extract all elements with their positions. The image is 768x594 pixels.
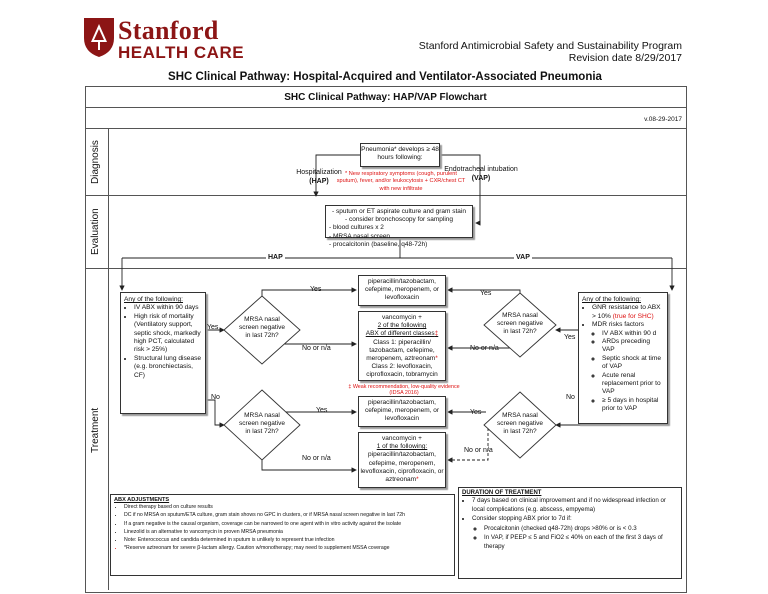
- diamond-4: [483, 391, 557, 459]
- edge-no: No: [211, 394, 220, 401]
- edge-yes: Yes: [480, 290, 492, 297]
- weak-recommendation-note: ‡ Weak recommendation, low-quality evide…: [348, 384, 460, 396]
- version-label: v.08-29-2017: [644, 116, 682, 123]
- diagnosis-footnote: * New respiratory symptoms (cough, purul…: [336, 171, 466, 192]
- list-item: Structural lung disease (e.g. bronchiect…: [134, 355, 202, 380]
- intubation-label: Endotracheal intubation (VAP): [444, 166, 518, 182]
- diamond-1-text: MRSA nasal screen negative in last 72h?: [239, 316, 285, 339]
- treatment-vanc2-box: vancomycin + 2 of the following ABX of d…: [358, 311, 446, 381]
- duration-box: DURATION OF TREATMENT 7 days based on cl…: [458, 487, 682, 579]
- edge-yes: Yes: [310, 286, 322, 293]
- logo-wordmark: Stanford: [118, 16, 219, 45]
- pneumonia-box: Pneumonia* develops ≥ 48 hours following…: [360, 143, 440, 167]
- edge-no-or-na: No or n/a: [470, 345, 499, 352]
- treatment-vanc1-box: vancomycin + 1 of the following: piperac…: [358, 432, 446, 488]
- vap-criteria-box: Any of the following: GNR resistance to …: [578, 292, 668, 424]
- abx-adjustments-box: ABX ADJUSTMENTS Direct therapy based on …: [110, 494, 455, 576]
- edge-yes: Yes: [470, 409, 482, 416]
- diamond-2: [223, 389, 301, 461]
- list-item: DC if no MRSA on sputum/ETA culture, gra…: [124, 511, 451, 519]
- list-item: High risk of mortality (Ventilatory supp…: [134, 313, 202, 355]
- diamond-4-text: MRSA nasal screen negative in last 72h?: [497, 412, 543, 435]
- diamond-3: [483, 292, 557, 358]
- list-item: 7 days based on clinical improvement and…: [472, 496, 678, 514]
- list-item: Consider stopping ABX prior to 7d if: Pr…: [472, 514, 678, 551]
- vap-branch-label: VAP: [514, 253, 532, 262]
- list-item: If a gram negative is the causal organis…: [124, 520, 451, 528]
- edge-yes: Yes: [207, 324, 219, 331]
- revision-date: Revision date 8/29/2017: [568, 52, 682, 64]
- list-item: MDR risks factors IV ABX within 90 d ARD…: [592, 321, 664, 413]
- edge-no-or-na: No or n/a: [302, 455, 331, 462]
- page-title: SHC Clinical Pathway: Hospital-Acquired …: [168, 71, 602, 83]
- stanford-logo-icon: [80, 16, 130, 60]
- list-item: GNR resistance to ABX > 10% (true for SH…: [592, 304, 664, 321]
- program-name: Stanford Antimicrobial Safety and Sustai…: [418, 40, 682, 52]
- diamond-1: [223, 295, 301, 365]
- diamond-2-text: MRSA nasal screen negative in last 72h?: [239, 412, 285, 435]
- list-item: *Reserve aztreonam for severe β-lactam a…: [124, 544, 451, 552]
- list-item: Linezolid is an alternative to vancomyci…: [124, 528, 451, 536]
- list-item: IV ABX within 90 days: [134, 304, 202, 312]
- list-item: Note: Enterococcus and candida determine…: [124, 536, 451, 544]
- edge-no-or-na: No or n/a: [464, 447, 493, 454]
- edge-no-or-na: No or n/a: [302, 345, 331, 352]
- edge-yes: Yes: [564, 334, 576, 341]
- flowchart-frame: [85, 86, 687, 593]
- hospitalization-label: Hospitalization (HAP): [296, 169, 342, 185]
- hap-branch-label: HAP: [266, 253, 285, 262]
- evaluation-box: - sputum or ET aspirate culture and gram…: [325, 205, 473, 248]
- hap-criteria-box: Any of the following: IV ABX within 90 d…: [120, 292, 206, 414]
- diamond-3-text: MRSA nasal screen negative in last 72h?: [497, 312, 543, 335]
- logo-subtitle: HEALTH CARE: [118, 43, 245, 62]
- treatment-pip-box-1: piperacillin/tazobactam, cefepime, merop…: [358, 275, 446, 306]
- list-item: Direct therapy based on culture results: [124, 503, 451, 511]
- treatment-pip-box-2: piperacillin/tazobactam, cefepime, merop…: [358, 396, 446, 427]
- edge-no: No: [566, 394, 575, 401]
- flowchart-title: SHC Clinical Pathway: HAP/VAP Flowchart: [284, 92, 487, 103]
- edge-yes: Yes: [316, 407, 328, 414]
